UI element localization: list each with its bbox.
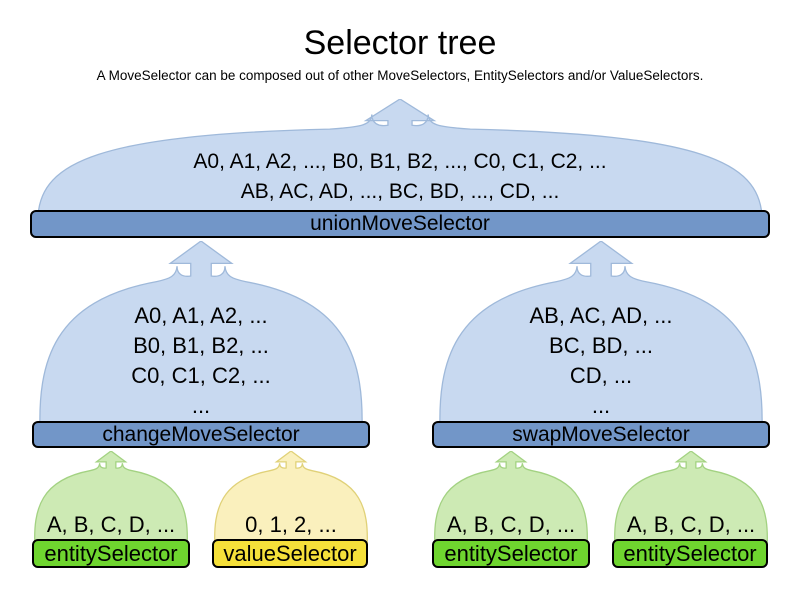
move-list-line: CD, ... xyxy=(569,363,633,388)
funnel-path xyxy=(440,241,762,437)
swap-funnel-up-arrow-shape xyxy=(430,241,772,437)
bar-label: valueSelector xyxy=(223,540,357,566)
page-subtitle: A MoveSelector can be composed out of ot… xyxy=(96,68,704,83)
funnel-path xyxy=(435,451,588,546)
value1-funnel-up-arrow-shape xyxy=(210,451,372,546)
move-list-line: ... xyxy=(191,393,211,418)
bar-label: unionMoveSelector xyxy=(310,212,490,235)
value-list-line: 0, 1, 2, ... xyxy=(245,512,337,537)
value-list-line: A, B, C, D, ... xyxy=(626,512,756,537)
move-list-line: B0, B1, B2, ... xyxy=(133,333,269,358)
change-move-selector-bar: changeMoveSelector xyxy=(32,421,370,448)
move-list-line: AB, AC, AD, ... xyxy=(529,303,673,328)
move-list-line: C0, C1, C2, ... xyxy=(131,363,271,388)
page-title: Selector tree xyxy=(303,24,497,62)
bar-label: entitySelector xyxy=(623,540,757,566)
change-funnel-up-arrow-shape xyxy=(30,241,372,437)
value-list-line: A, B, C, D, ... xyxy=(46,512,176,537)
entity2-value-list: A, B, C, D, ... xyxy=(430,512,592,538)
entity-selector-bar-3: entitySelector xyxy=(612,539,768,568)
union-funnel-up-arrow-shape xyxy=(28,99,772,215)
funnel-path xyxy=(35,451,188,546)
swap-move-selector-bar: swapMoveSelector xyxy=(432,421,770,448)
union-move-list: A0, A1, A2, ..., B0, B1, B2, ..., C0, C1… xyxy=(28,147,772,207)
value1-value-list: 0, 1, 2, ... xyxy=(210,512,372,538)
union-move-selector-bar: unionMoveSelector xyxy=(30,210,770,238)
bar-label: changeMoveSelector xyxy=(102,422,300,446)
value-selector-bar: valueSelector xyxy=(212,539,368,568)
entity3-funnel-up-arrow-shape xyxy=(610,451,772,546)
move-list-line: A0, A1, A2, ... xyxy=(134,303,268,328)
entity3-value-list: A, B, C, D, ... xyxy=(610,512,772,538)
move-list-line: AB, AC, AD, ..., BC, BD, ..., CD, ... xyxy=(240,180,560,203)
funnel-path xyxy=(615,451,768,546)
funnel-path xyxy=(40,241,362,437)
bar-label: entitySelector xyxy=(444,540,578,566)
entity1-value-list: A, B, C, D, ... xyxy=(30,512,192,538)
entity-selector-bar-2: entitySelector xyxy=(432,539,590,568)
value-list-line: A, B, C, D, ... xyxy=(446,512,576,537)
change-move-list: A0, A1, A2, ... B0, B1, B2, ... C0, C1, … xyxy=(30,301,372,421)
entity1-funnel-up-arrow-shape xyxy=(30,451,192,546)
move-list-line: ... xyxy=(591,393,611,418)
funnel-path xyxy=(38,99,762,215)
entity-selector-bar-1: entitySelector xyxy=(32,539,190,568)
swap-move-list: AB, AC, AD, ... BC, BD, ... CD, ... ... xyxy=(430,301,772,421)
bar-label: swapMoveSelector xyxy=(512,422,690,446)
bar-label: entitySelector xyxy=(44,540,178,566)
move-list-line: BC, BD, ... xyxy=(549,333,653,358)
entity2-funnel-up-arrow-shape xyxy=(430,451,592,546)
move-list-line: A0, A1, A2, ..., B0, B1, B2, ..., C0, C1… xyxy=(193,150,607,173)
funnel-path xyxy=(215,451,368,546)
